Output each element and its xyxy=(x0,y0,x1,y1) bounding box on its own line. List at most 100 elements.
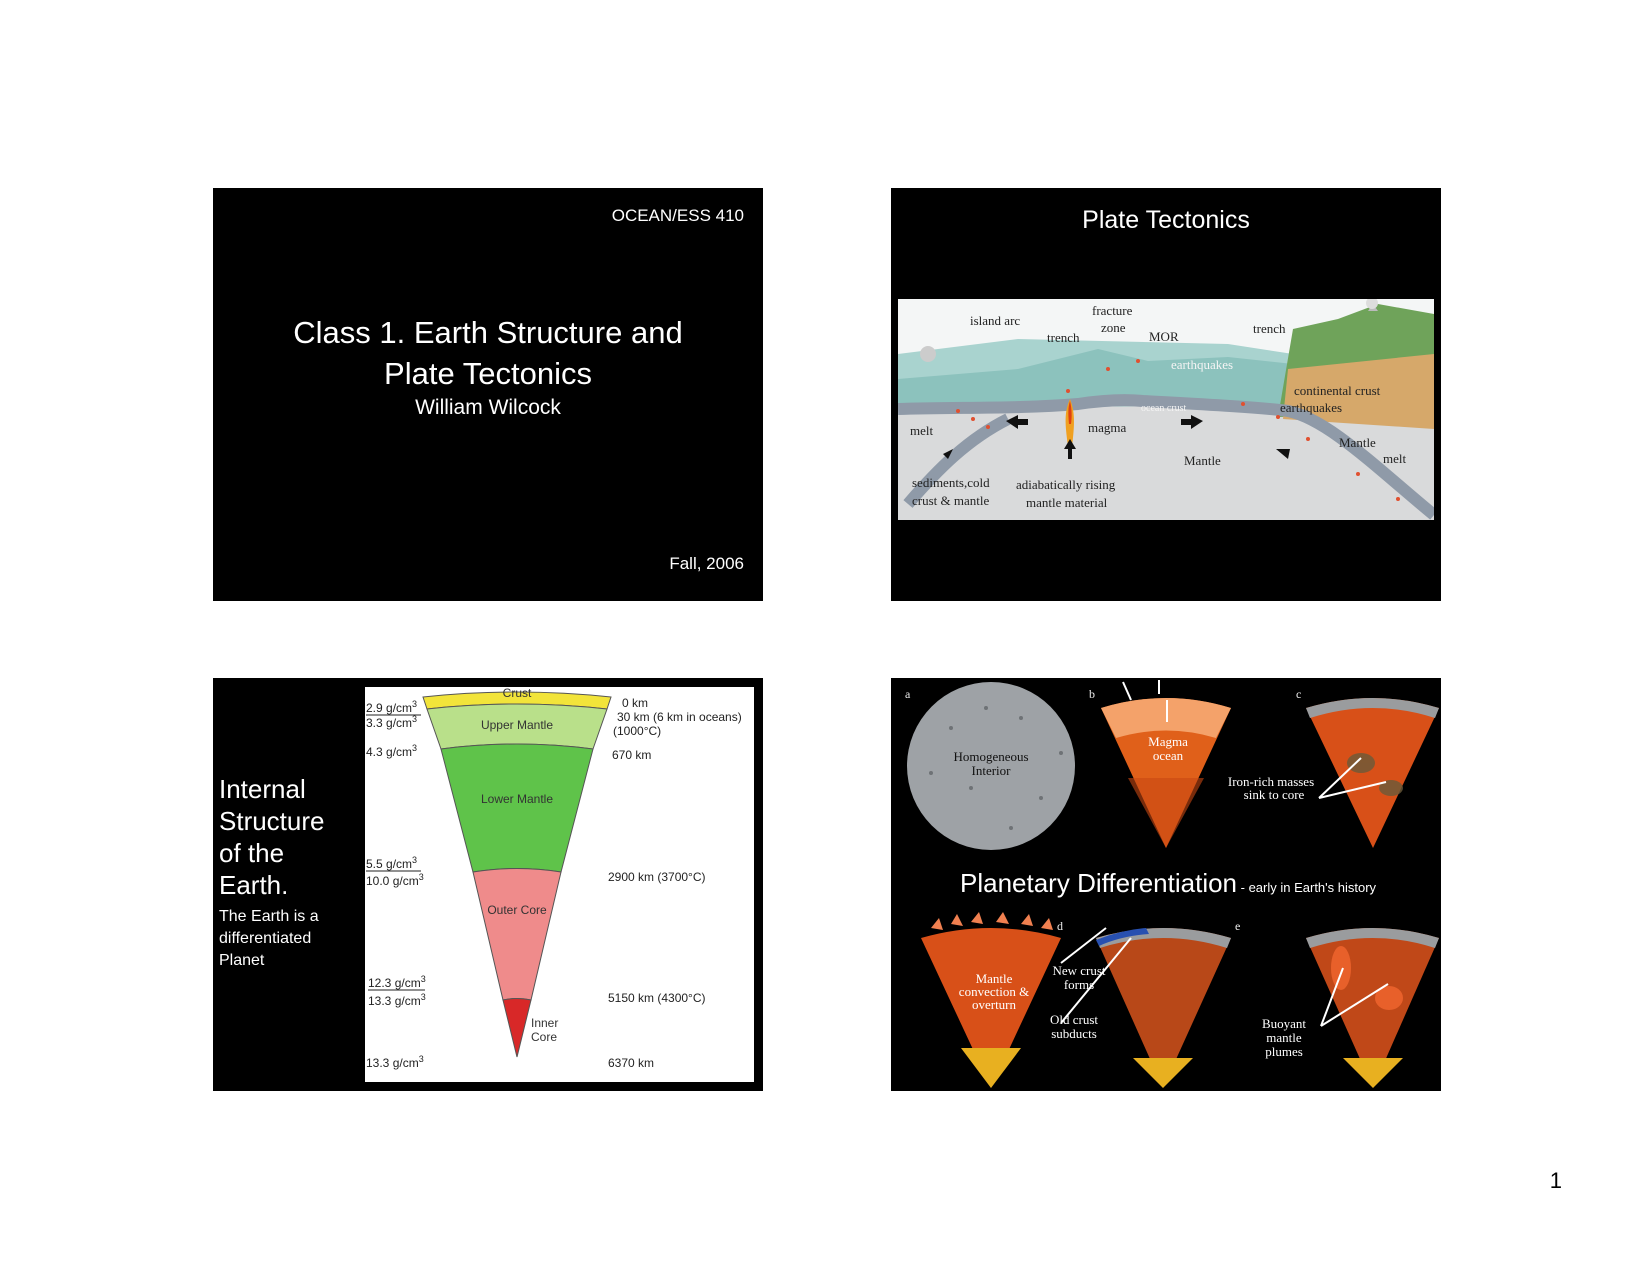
slide-title: Class 1. Earth Structure and Plate Tecto… xyxy=(213,312,763,394)
title-line-1: Class 1. Earth Structure and xyxy=(293,315,683,350)
differentiation-panels: a b c d e Homogeneous Interior Magma oce… xyxy=(905,680,1439,1088)
svg-text:13.3 g/cm3: 13.3 g/cm3 xyxy=(366,1054,424,1070)
buoyant-label-2: mantle xyxy=(1266,1030,1302,1045)
label-zone: zone xyxy=(1101,320,1126,335)
label-sediments-1: sediments,cold xyxy=(912,475,990,490)
title-line: Internal xyxy=(219,774,306,804)
title-line: Earth. xyxy=(219,870,289,900)
iron-label-2: sink to core xyxy=(1244,787,1305,802)
label-mantle-right: Mantle xyxy=(1339,435,1376,450)
earth-layers-diagram: Crust Upper Mantle Lower Mantle Outer Co… xyxy=(365,687,754,1082)
inner-core-layer xyxy=(502,998,532,1058)
density-label: 3.3 g/cm xyxy=(366,716,412,730)
svg-text:5.5 g/cm3: 5.5 g/cm3 xyxy=(366,855,417,871)
svg-text:4.3 g/cm3: 4.3 g/cm3 xyxy=(366,743,417,759)
depth-5150: 5150 km (4300°C) xyxy=(608,991,706,1005)
label-mantle-center: Mantle xyxy=(1184,453,1221,468)
magma-ocean-label-2: ocean xyxy=(1153,748,1184,763)
old-crust-label-1: Old crust xyxy=(1050,1012,1098,1027)
homogeneous-label-2: Interior xyxy=(972,763,1012,778)
title-line-2: Plate Tectonics xyxy=(384,356,592,391)
svg-text:10.0 g/cm3: 10.0 g/cm3 xyxy=(366,872,424,888)
svg-text:13.3 g/cm3: 13.3 g/cm3 xyxy=(368,992,426,1008)
planetary-differentiation-slide: a b c d e Homogeneous Interior Magma oce… xyxy=(891,678,1441,1091)
arrow-right-icon xyxy=(1181,415,1203,429)
label-fracture: fracture xyxy=(1092,303,1133,318)
panel-label-a: a xyxy=(905,687,911,701)
layer-crust: Crust xyxy=(503,687,532,700)
svg-text:3.3 g/cm3: 3.3 g/cm3 xyxy=(366,714,417,730)
label-trench-left: trench xyxy=(1047,330,1080,345)
svg-text:12.3 g/cm3: 12.3 g/cm3 xyxy=(368,974,426,990)
homogeneous-planet xyxy=(907,682,1075,850)
label-earthquakes-right: earthquakes xyxy=(1280,400,1342,415)
svg-text:2.9 g/cm3: 2.9 g/cm3 xyxy=(366,699,417,715)
density-label: 13.3 g/cm xyxy=(366,1056,419,1070)
internal-structure-slide: Internal Structure of the Earth. The Ear… xyxy=(213,678,763,1091)
label-magma: magma xyxy=(1088,420,1126,435)
density-label: 12.3 g/cm xyxy=(368,976,421,990)
iron-label-1: Iron-rich masses xyxy=(1228,774,1314,789)
panel-label-b: b xyxy=(1089,687,1095,701)
title-main: Planetary Differentiation xyxy=(960,868,1238,898)
course-code: OCEAN/ESS 410 xyxy=(611,206,744,225)
homogeneous-label-1: Homogeneous xyxy=(953,749,1028,764)
buoyant-label-1: Buoyant xyxy=(1262,1016,1306,1031)
new-crust-label-1: New crust xyxy=(1052,963,1105,978)
layer-inner-core-2: Core xyxy=(531,1030,557,1044)
buoyant-label-3: plumes xyxy=(1265,1044,1303,1059)
convection-label-3: overturn xyxy=(972,997,1017,1012)
subtitle-line: differentiated xyxy=(219,930,312,947)
label-trench-right: trench xyxy=(1253,321,1286,336)
label-sediments-2: crust & mantle xyxy=(912,493,989,508)
arrow-left-icon xyxy=(1006,415,1028,429)
panel-label-e: e xyxy=(1235,919,1240,933)
layer-lower-mantle: Lower Mantle xyxy=(481,792,553,806)
plate-tectonics-diagram: island arc fracture zone trench MOR tren… xyxy=(898,299,1434,520)
layer-upper-mantle: Upper Mantle xyxy=(481,718,553,732)
depth-6370: 6370 km xyxy=(608,1056,654,1070)
title-slide: OCEAN/ESS 410 Class 1. Earth Structure a… xyxy=(213,188,763,601)
subtitle-line: Planet xyxy=(219,952,265,969)
arrow-up-icon xyxy=(1064,439,1076,459)
title-line: Structure xyxy=(219,806,325,836)
slide-title: Internal Structure of the Earth. xyxy=(219,773,325,901)
term-label: Fall, 2006 xyxy=(669,554,744,573)
old-crust-label-2: subducts xyxy=(1051,1026,1097,1041)
label-mor: MOR xyxy=(1149,329,1179,344)
new-crust-label-2: forms xyxy=(1064,977,1094,992)
page-number: 1 xyxy=(1549,1168,1562,1193)
density-label: 13.3 g/cm xyxy=(368,994,421,1008)
depth-0: 0 km xyxy=(622,696,648,710)
density-label: 5.5 g/cm xyxy=(366,857,412,871)
slide-subtitle: The Earth is a differentiated Planet xyxy=(219,906,319,972)
layer-inner-core-1: Inner xyxy=(531,1016,558,1030)
label-adiabatic-2: mantle material xyxy=(1026,495,1108,510)
depth-670: 670 km xyxy=(612,748,651,762)
label-continental-crust: continental crust xyxy=(1294,383,1381,398)
title-line: of the xyxy=(219,838,285,868)
depth-30-temp: (1000°C) xyxy=(613,724,661,738)
panel-label-d: d xyxy=(1057,919,1063,933)
label-earthquakes-top: earthquakes xyxy=(1171,357,1233,372)
density-label: 4.3 g/cm xyxy=(366,745,412,759)
slide-title: Planetary Differentiation - early in Ear… xyxy=(960,868,1376,899)
density-label: 2.9 g/cm xyxy=(366,701,412,715)
depth-2900: 2900 km (3700°C) xyxy=(608,870,706,884)
plate-tectonics-slide: Plate Tectonics xyxy=(891,188,1441,601)
label-island-arc: island arc xyxy=(970,313,1020,328)
magma-ocean-label-1: Magma xyxy=(1148,734,1188,749)
slide-title: Plate Tectonics xyxy=(1082,206,1250,234)
label-adiabatic-1: adiabatically rising xyxy=(1016,477,1116,492)
panel-label-c: c xyxy=(1296,687,1301,701)
title-note: - early in Earth's history xyxy=(1237,880,1377,895)
subtitle-line: The Earth is a xyxy=(219,908,319,925)
convection-label-1: Mantle xyxy=(976,971,1013,986)
layer-outer-core: Outer Core xyxy=(487,903,547,917)
author-name: William Wilcock xyxy=(415,396,561,419)
depth-30: 30 km (6 km in oceans) xyxy=(617,710,742,724)
label-melt-right: melt xyxy=(1383,451,1406,466)
density-label: 10.0 g/cm xyxy=(366,874,419,888)
convection-label-2: convection & xyxy=(959,984,1029,999)
label-melt-left: melt xyxy=(910,423,933,438)
